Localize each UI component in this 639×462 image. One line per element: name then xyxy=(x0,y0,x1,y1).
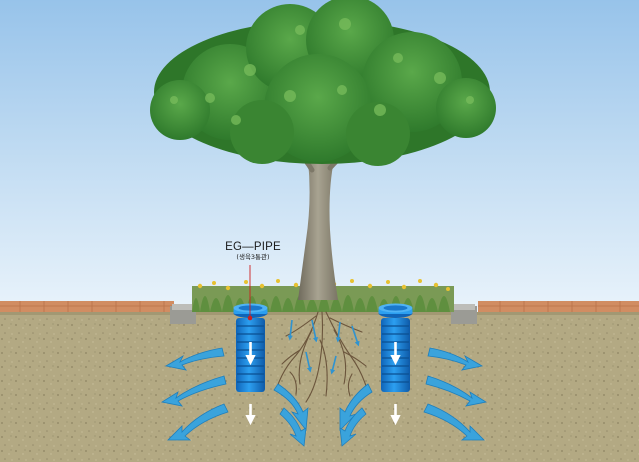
eg-pipe-right xyxy=(378,303,413,392)
tree-canopy xyxy=(150,0,496,166)
eg-pipe-left xyxy=(233,303,268,392)
curb-left xyxy=(0,301,174,312)
flow-arrows-right xyxy=(339,347,488,441)
tree-trunk xyxy=(298,160,338,300)
pipe-leader-dot xyxy=(247,315,253,321)
soil-surface-line xyxy=(0,312,639,315)
soil xyxy=(0,312,639,462)
root-water-arrows xyxy=(287,319,360,375)
eg-pipe-label-text: EG—PIPE xyxy=(225,241,281,253)
flow-arrows-bottom-inner xyxy=(279,407,367,447)
eg-pipe-sublabel-text: (생육3통관) xyxy=(236,253,270,262)
edge-block-left xyxy=(170,304,196,324)
flow-arrows-left xyxy=(160,347,309,441)
curb-right xyxy=(478,301,639,312)
edge-block-right xyxy=(451,304,477,324)
eg-pipe-label: EG—PIPE (생육3통관) xyxy=(224,241,282,261)
root-system xyxy=(275,311,369,403)
